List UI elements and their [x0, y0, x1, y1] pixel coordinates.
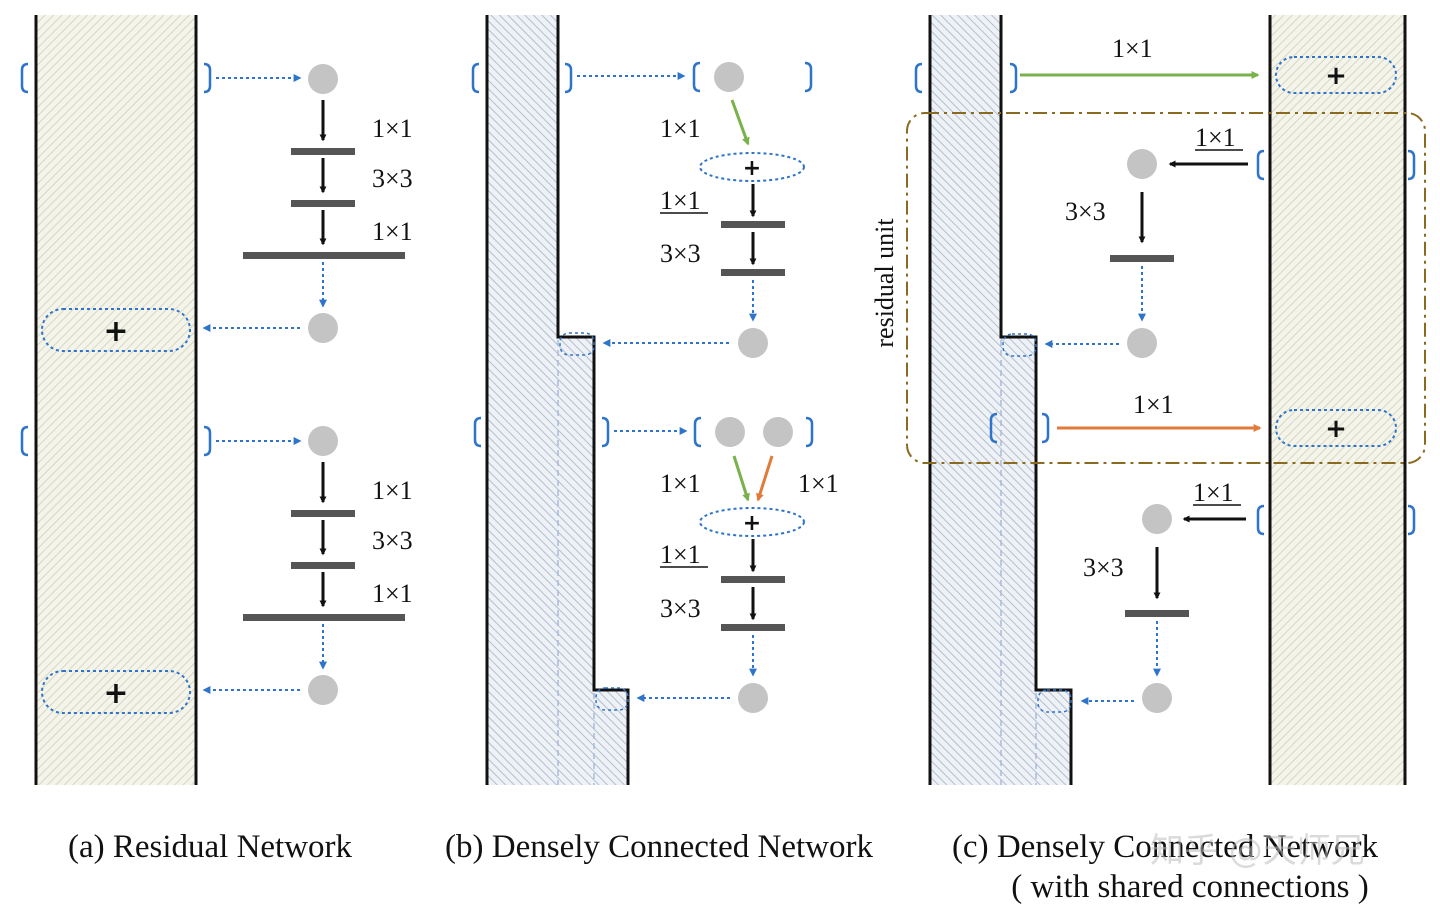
caption-densely-connected-network: (b) Densely Connected Network: [445, 829, 873, 865]
residual-unit-label: residual unit: [870, 218, 899, 348]
conv-label: 3×3: [660, 239, 701, 268]
conv-label: 3×3: [1083, 553, 1124, 582]
concat-slot: [1002, 333, 1037, 357]
plus-sign: +: [743, 156, 761, 181]
add-operation: [1275, 409, 1397, 447]
input-node: [308, 64, 338, 94]
residual-feature-column: [36, 15, 196, 785]
conv-label: 1×1: [1195, 123, 1236, 152]
conv-label: 1×1: [660, 186, 701, 215]
panel-shared-connections-network: 1×1 + residual unit 1×1 3×3 1×1 +: [870, 15, 1426, 905]
residual-unit-1: 1×1 3×3 1×1 +: [20, 62, 413, 352]
concat-slot: [595, 687, 629, 711]
conv-label: 1×1: [660, 114, 701, 143]
input-node: [1142, 504, 1172, 534]
output-node: [1142, 683, 1172, 713]
panel-densely-connected-network: 1×1 + 1×1 3×3 1×1 1×1: [445, 15, 873, 865]
conv-label: 3×3: [372, 164, 413, 193]
concat-slot: [1037, 689, 1072, 713]
conv-label: 3×3: [1065, 197, 1106, 226]
conv-label: 1×1: [1133, 390, 1174, 419]
shared-unit-1: 1×1 3×3: [1002, 123, 1416, 358]
plus-sign: +: [103, 314, 128, 349]
add-operation: [1275, 56, 1397, 94]
watermark: 知乎 @天师兄: [1150, 831, 1365, 871]
residual-unit-box: [906, 112, 1426, 464]
conv-label: 1×1: [798, 469, 839, 498]
concat-slot: [559, 332, 595, 356]
conv-label: 3×3: [660, 594, 701, 623]
panel-residual-network: 1×1 3×3 1×1 + 1×1 3×3: [20, 15, 413, 865]
input-node: [308, 426, 338, 456]
conv-label: 1×1: [660, 469, 701, 498]
caption-residual-network: (a) Residual Network: [68, 829, 353, 865]
conv-label: 1×1: [372, 579, 413, 608]
output-node: [738, 328, 768, 358]
input-node: [763, 417, 793, 447]
add-operation: [41, 308, 191, 352]
shared-unit-2: 1×1 3×3: [1037, 478, 1416, 713]
conv-label: 1×1: [372, 217, 413, 246]
conv-label: 1×1: [1193, 478, 1234, 507]
conv-label: 1×1: [372, 476, 413, 505]
input-node: [715, 417, 745, 447]
conv-label: 3×3: [372, 526, 413, 555]
output-node: [308, 675, 338, 705]
residual-feature-column: [1270, 15, 1405, 785]
add-operation: [699, 507, 805, 537]
input-node: [714, 62, 744, 92]
conv-label: 1×1: [1112, 34, 1153, 63]
residual-unit-2: 1×1 3×3 1×1 +: [20, 425, 413, 714]
plus-sign: +: [1325, 414, 1347, 444]
input-node: [1127, 149, 1157, 179]
plus-sign: +: [743, 511, 761, 536]
caption-shared-connections-line2: ( with shared connections ): [1011, 869, 1368, 905]
caption-shared-connections-line1: (c) Densely Connected Network: [952, 829, 1379, 865]
output-node: [308, 313, 338, 343]
output-node: [738, 683, 768, 713]
add-operation: [699, 152, 805, 182]
dense-unit-2: 1×1 1×1 + 1×1 3×3: [473, 416, 839, 713]
plus-sign: +: [103, 676, 128, 711]
dense-unit-1: 1×1 + 1×1 3×3: [471, 61, 813, 358]
conv-label: 1×1: [660, 540, 701, 569]
output-node: [1127, 328, 1157, 358]
add-operation: [41, 670, 191, 714]
conv-label: 1×1: [372, 114, 413, 143]
plus-sign: +: [1325, 61, 1347, 91]
